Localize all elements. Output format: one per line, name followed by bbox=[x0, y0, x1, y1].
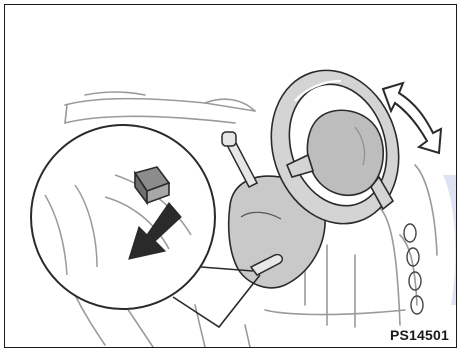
turn-signal-stalk bbox=[222, 132, 257, 187]
steering-column-illustration bbox=[5, 5, 457, 348]
figure-code: PS14501 bbox=[390, 327, 449, 343]
edge-tint bbox=[443, 175, 457, 305]
inset-detail bbox=[31, 125, 260, 327]
figure-frame: PS14501 bbox=[4, 4, 457, 348]
